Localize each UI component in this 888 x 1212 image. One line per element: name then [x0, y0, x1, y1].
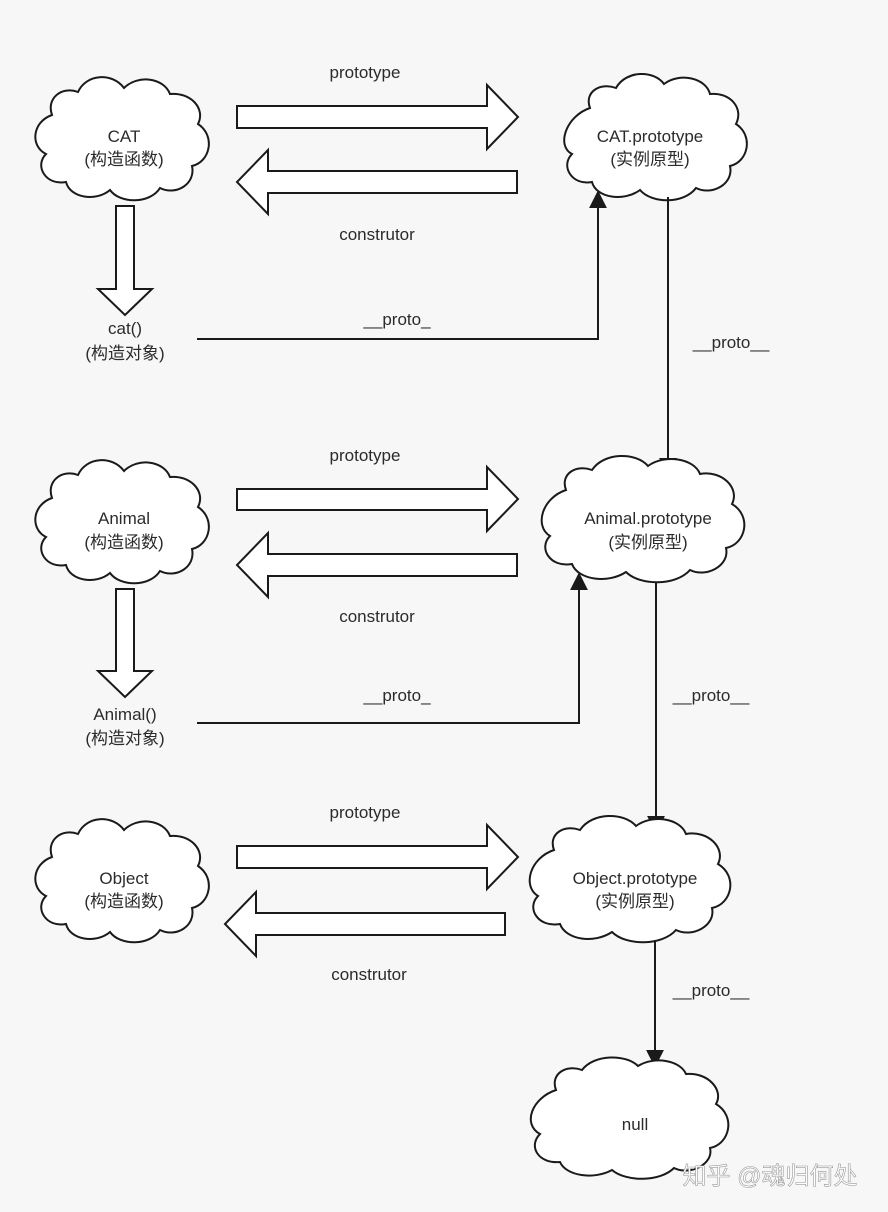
animal-instance-kind: (构造对象)	[85, 729, 164, 748]
animal-instance-proto-label: __proto_	[362, 686, 431, 705]
cat-prototype-label: prototype	[330, 63, 401, 82]
cloud-shape	[34, 76, 210, 202]
animal-instance-proto-line	[197, 572, 588, 724]
object-constructor-label: construtor	[331, 965, 407, 984]
object-constructor-arrow	[223, 889, 506, 959]
cat-constructor-label: construtor	[339, 225, 415, 244]
animal-constructor-node: Animal (构造函数)	[34, 459, 210, 585]
cat-instance-proto-line	[197, 190, 607, 340]
null-label: null	[622, 1115, 648, 1134]
animal-instance-name: Animal()	[93, 705, 156, 724]
cat-prototype-name: CAT.prototype	[597, 127, 703, 146]
object-prototype-name: Object.prototype	[573, 869, 698, 888]
chain-label-2: __proto__	[672, 686, 750, 705]
object-constructor-node: Object (构造函数)	[34, 818, 210, 944]
chain-label-3: __proto__	[672, 981, 750, 1000]
cloud-shape	[34, 459, 210, 585]
null-node: null	[529, 1056, 730, 1180]
cloud-shape	[563, 72, 748, 202]
animal-constructor-name: Animal	[98, 509, 150, 528]
animal-constructor-label: construtor	[339, 607, 415, 626]
object-prototype-node: Object.prototype (实例原型)	[528, 814, 732, 944]
object-prototype-arrow	[236, 822, 520, 892]
animal-prototype-kind: (实例原型)	[608, 533, 687, 552]
cat-constructor-name: CAT	[108, 127, 141, 146]
object-constructor-kind: (构造函数)	[84, 892, 163, 911]
cloud-shape	[528, 814, 732, 944]
cloud-shape	[540, 454, 746, 584]
watermark: 知乎 @魂归何处	[682, 1163, 857, 1190]
chain-label-1: __proto__	[692, 333, 770, 352]
animal-constructor-kind: (构造函数)	[84, 533, 163, 552]
cat-constructor-arrow	[235, 147, 518, 217]
cloud-shape	[529, 1056, 730, 1180]
object-prototype-kind: (实例原型)	[595, 892, 674, 911]
cat-instance-name: cat()	[108, 319, 142, 338]
cat-instantiate-arrow	[95, 205, 155, 317]
cat-instance-proto-label: __proto_	[362, 310, 431, 329]
animal-prototype-name: Animal.prototype	[584, 509, 712, 528]
animal-prototype-arrow	[236, 464, 520, 534]
animal-prototype-label: prototype	[330, 446, 401, 465]
object-prototype-label: prototype	[330, 803, 401, 822]
cat-instance-kind: (构造对象)	[85, 344, 164, 363]
cat-prototype-node: CAT.prototype (实例原型)	[563, 72, 748, 202]
cat-prototype-kind: (实例原型)	[610, 150, 689, 169]
cat-prototype-arrow	[236, 82, 520, 152]
animal-constructor-arrow	[235, 530, 518, 600]
cat-constructor-kind: (构造函数)	[84, 150, 163, 169]
animal-prototype-node: Animal.prototype (实例原型)	[540, 454, 746, 584]
object-constructor-name: Object	[99, 869, 148, 888]
cloud-shape	[34, 818, 210, 944]
cat-constructor-node: CAT (构造函数)	[34, 76, 210, 202]
animal-instantiate-arrow	[95, 588, 155, 699]
